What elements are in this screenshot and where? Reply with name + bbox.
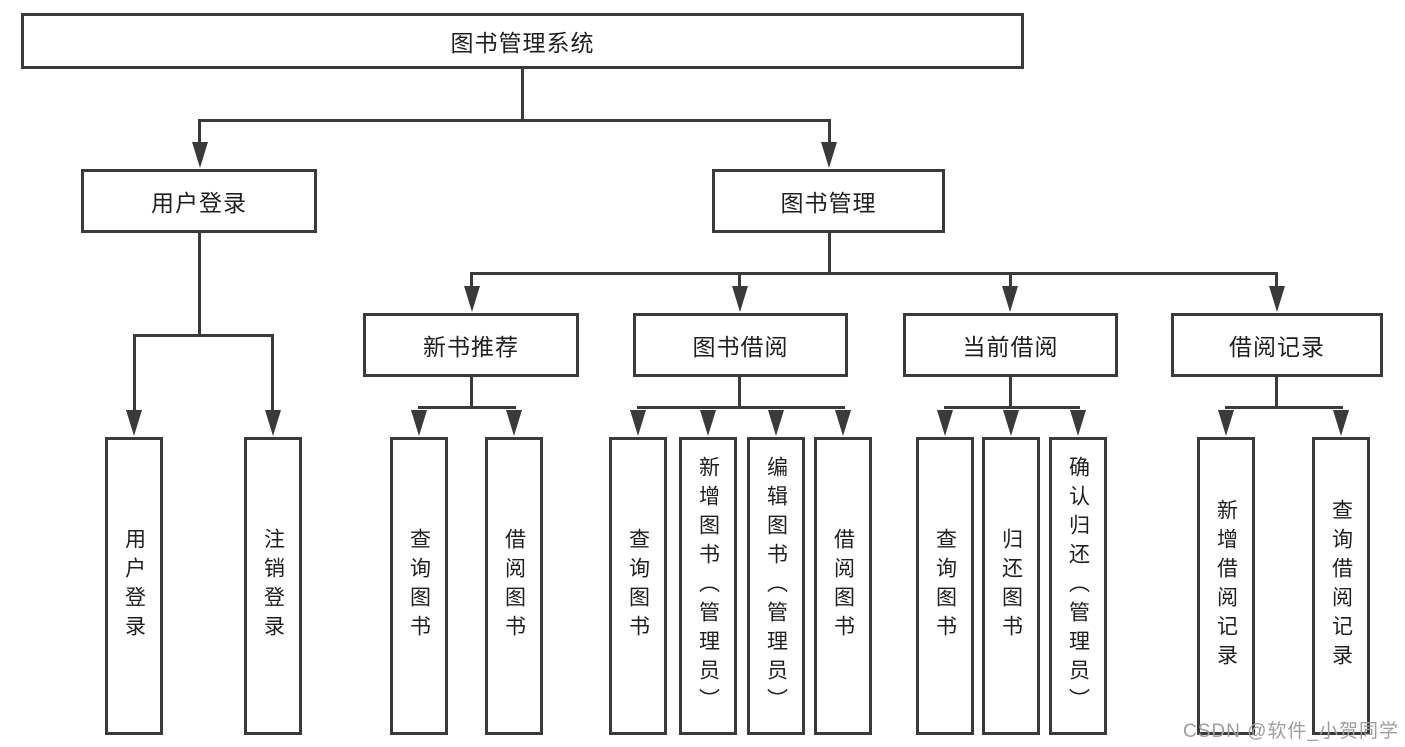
connector-line bbox=[470, 377, 473, 409]
arrowhead-icon bbox=[1333, 410, 1349, 436]
leaf-return-books: 归还图书 bbox=[982, 437, 1040, 735]
leaf-query-books-recommend: 查询图书 bbox=[390, 437, 448, 735]
node-borrow-records: 借阅记录 bbox=[1171, 313, 1383, 377]
arrowhead-icon bbox=[192, 142, 208, 168]
arrowhead-icon bbox=[1218, 410, 1234, 436]
connector-line bbox=[133, 334, 274, 337]
connector-line bbox=[738, 272, 741, 288]
connector-line bbox=[470, 272, 1278, 275]
arrowhead-icon bbox=[411, 410, 427, 436]
connector-line bbox=[133, 334, 136, 414]
leaf-borrow-books: 借阅图书 bbox=[814, 437, 872, 735]
arrowhead-icon bbox=[464, 286, 480, 312]
leaf-user-login: 用户登录 bbox=[105, 437, 163, 735]
connector-line bbox=[828, 119, 831, 145]
connector-line bbox=[198, 233, 201, 337]
node-book-borrow: 图书借阅 bbox=[633, 313, 848, 377]
connector-line bbox=[1009, 272, 1012, 288]
arrowhead-icon bbox=[700, 410, 716, 436]
arrowhead-icon bbox=[506, 410, 522, 436]
csdn-watermark: CSDN @软件_小贺同学 bbox=[1183, 721, 1399, 742]
connector-line bbox=[1275, 272, 1278, 288]
leaf-confirm-return-admin: 确认归还（管理员） bbox=[1049, 437, 1107, 735]
arrowhead-icon bbox=[1269, 286, 1285, 312]
connector-line bbox=[470, 272, 473, 288]
arrowhead-icon bbox=[835, 410, 851, 436]
leaf-add-books-admin: 新增图书（管理员） bbox=[679, 437, 737, 735]
arrowhead-icon bbox=[732, 286, 748, 312]
connector-line bbox=[521, 69, 524, 121]
node-current-borrow: 当前借阅 bbox=[903, 313, 1118, 377]
node-root: 图书管理系统 bbox=[21, 13, 1024, 69]
leaf-query-books-current: 查询图书 bbox=[916, 437, 974, 735]
arrowhead-icon bbox=[265, 410, 281, 436]
arrowhead-icon bbox=[937, 410, 953, 436]
arrowhead-icon bbox=[1003, 410, 1019, 436]
connector-line bbox=[271, 334, 274, 414]
leaf-edit-books-admin: 编辑图书（管理员） bbox=[747, 437, 805, 735]
leaf-add-borrow-record: 新增借阅记录 bbox=[1197, 437, 1255, 735]
arrowhead-icon bbox=[630, 410, 646, 436]
leaf-query-books-borrow: 查询图书 bbox=[609, 437, 667, 735]
connector-line bbox=[198, 119, 831, 122]
connector-line bbox=[1225, 406, 1343, 409]
leaf-borrow-books-recommend: 借阅图书 bbox=[485, 437, 543, 735]
leaf-query-borrow-record: 查询借阅记录 bbox=[1312, 437, 1370, 735]
connector-line bbox=[1009, 377, 1012, 409]
connector-line bbox=[944, 406, 1080, 409]
arrowhead-icon bbox=[768, 410, 784, 436]
arrowhead-icon bbox=[1070, 410, 1086, 436]
arrowhead-icon bbox=[821, 142, 837, 168]
connector-line bbox=[828, 233, 831, 275]
connector-line bbox=[198, 119, 201, 145]
connector-line bbox=[738, 377, 741, 409]
connector-line bbox=[1275, 377, 1278, 409]
node-new-book-recommend: 新书推荐 bbox=[363, 313, 579, 377]
connector-line bbox=[418, 406, 516, 409]
arrowhead-icon bbox=[126, 410, 142, 436]
node-user-login: 用户登录 bbox=[81, 169, 317, 233]
connector-line bbox=[637, 406, 845, 409]
node-book-management: 图书管理 bbox=[712, 169, 945, 233]
arrowhead-icon bbox=[1002, 286, 1018, 312]
leaf-logout: 注销登录 bbox=[244, 437, 302, 735]
